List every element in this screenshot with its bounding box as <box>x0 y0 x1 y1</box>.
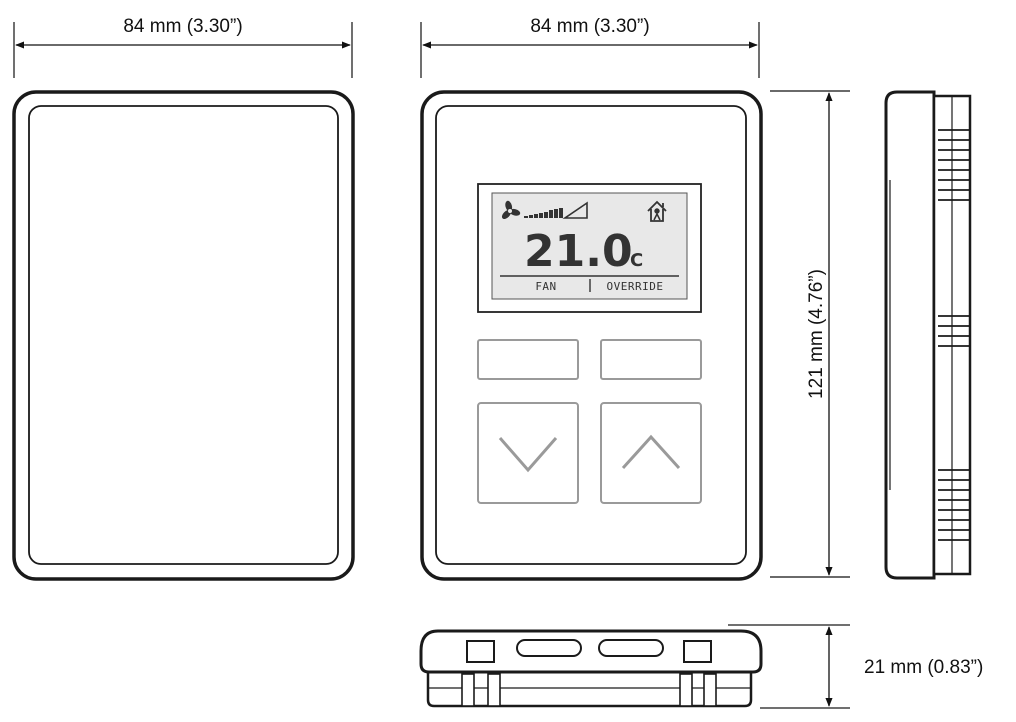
bottom-faceplate <box>419 629 763 674</box>
fan-icon <box>501 200 521 220</box>
temperature-unit: °C <box>621 250 643 271</box>
bottom-vent-left <box>516 639 582 657</box>
up-button[interactable] <box>600 402 702 504</box>
chevron-up-icon <box>621 434 681 470</box>
fan-speed-bars-icon <box>524 201 588 219</box>
side-ribs-bottom <box>938 469 970 541</box>
bottom-feet <box>461 673 717 707</box>
side-ribs-middle <box>938 315 970 347</box>
side-view <box>884 90 972 580</box>
bottom-view <box>419 624 850 709</box>
softkey-label-override: OVERRIDE <box>607 280 664 293</box>
lcd-display: 21.0 °C FAN OVERRIDE <box>477 183 702 313</box>
side-ribs-top <box>938 129 970 201</box>
home-person-icon <box>647 200 667 222</box>
softkey-button-right[interactable] <box>600 339 702 380</box>
bottom-slot-right <box>683 640 712 663</box>
down-button[interactable] <box>477 402 579 504</box>
side-faceplate <box>884 90 936 580</box>
temperature-readout: 21.0 <box>524 226 633 277</box>
depth-label: 21 mm (0.83”) <box>864 657 983 678</box>
width-label-front: 84 mm (3.30”) <box>530 16 649 37</box>
bottom-slot-left <box>466 640 495 663</box>
back-view: 84 mm (3.30”) <box>12 16 355 581</box>
softkey-label-fan: FAN <box>535 280 556 293</box>
softkey-button-left[interactable] <box>477 339 579 380</box>
height-label: 121 mm (4.76”) <box>806 269 827 399</box>
bottom-vent-right <box>598 639 664 657</box>
back-housing-inner <box>28 105 339 565</box>
width-label-left: 84 mm (3.30”) <box>123 16 242 37</box>
chevron-down-icon <box>498 437 558 473</box>
front-view: 84 mm (3.30”) <box>420 16 850 581</box>
